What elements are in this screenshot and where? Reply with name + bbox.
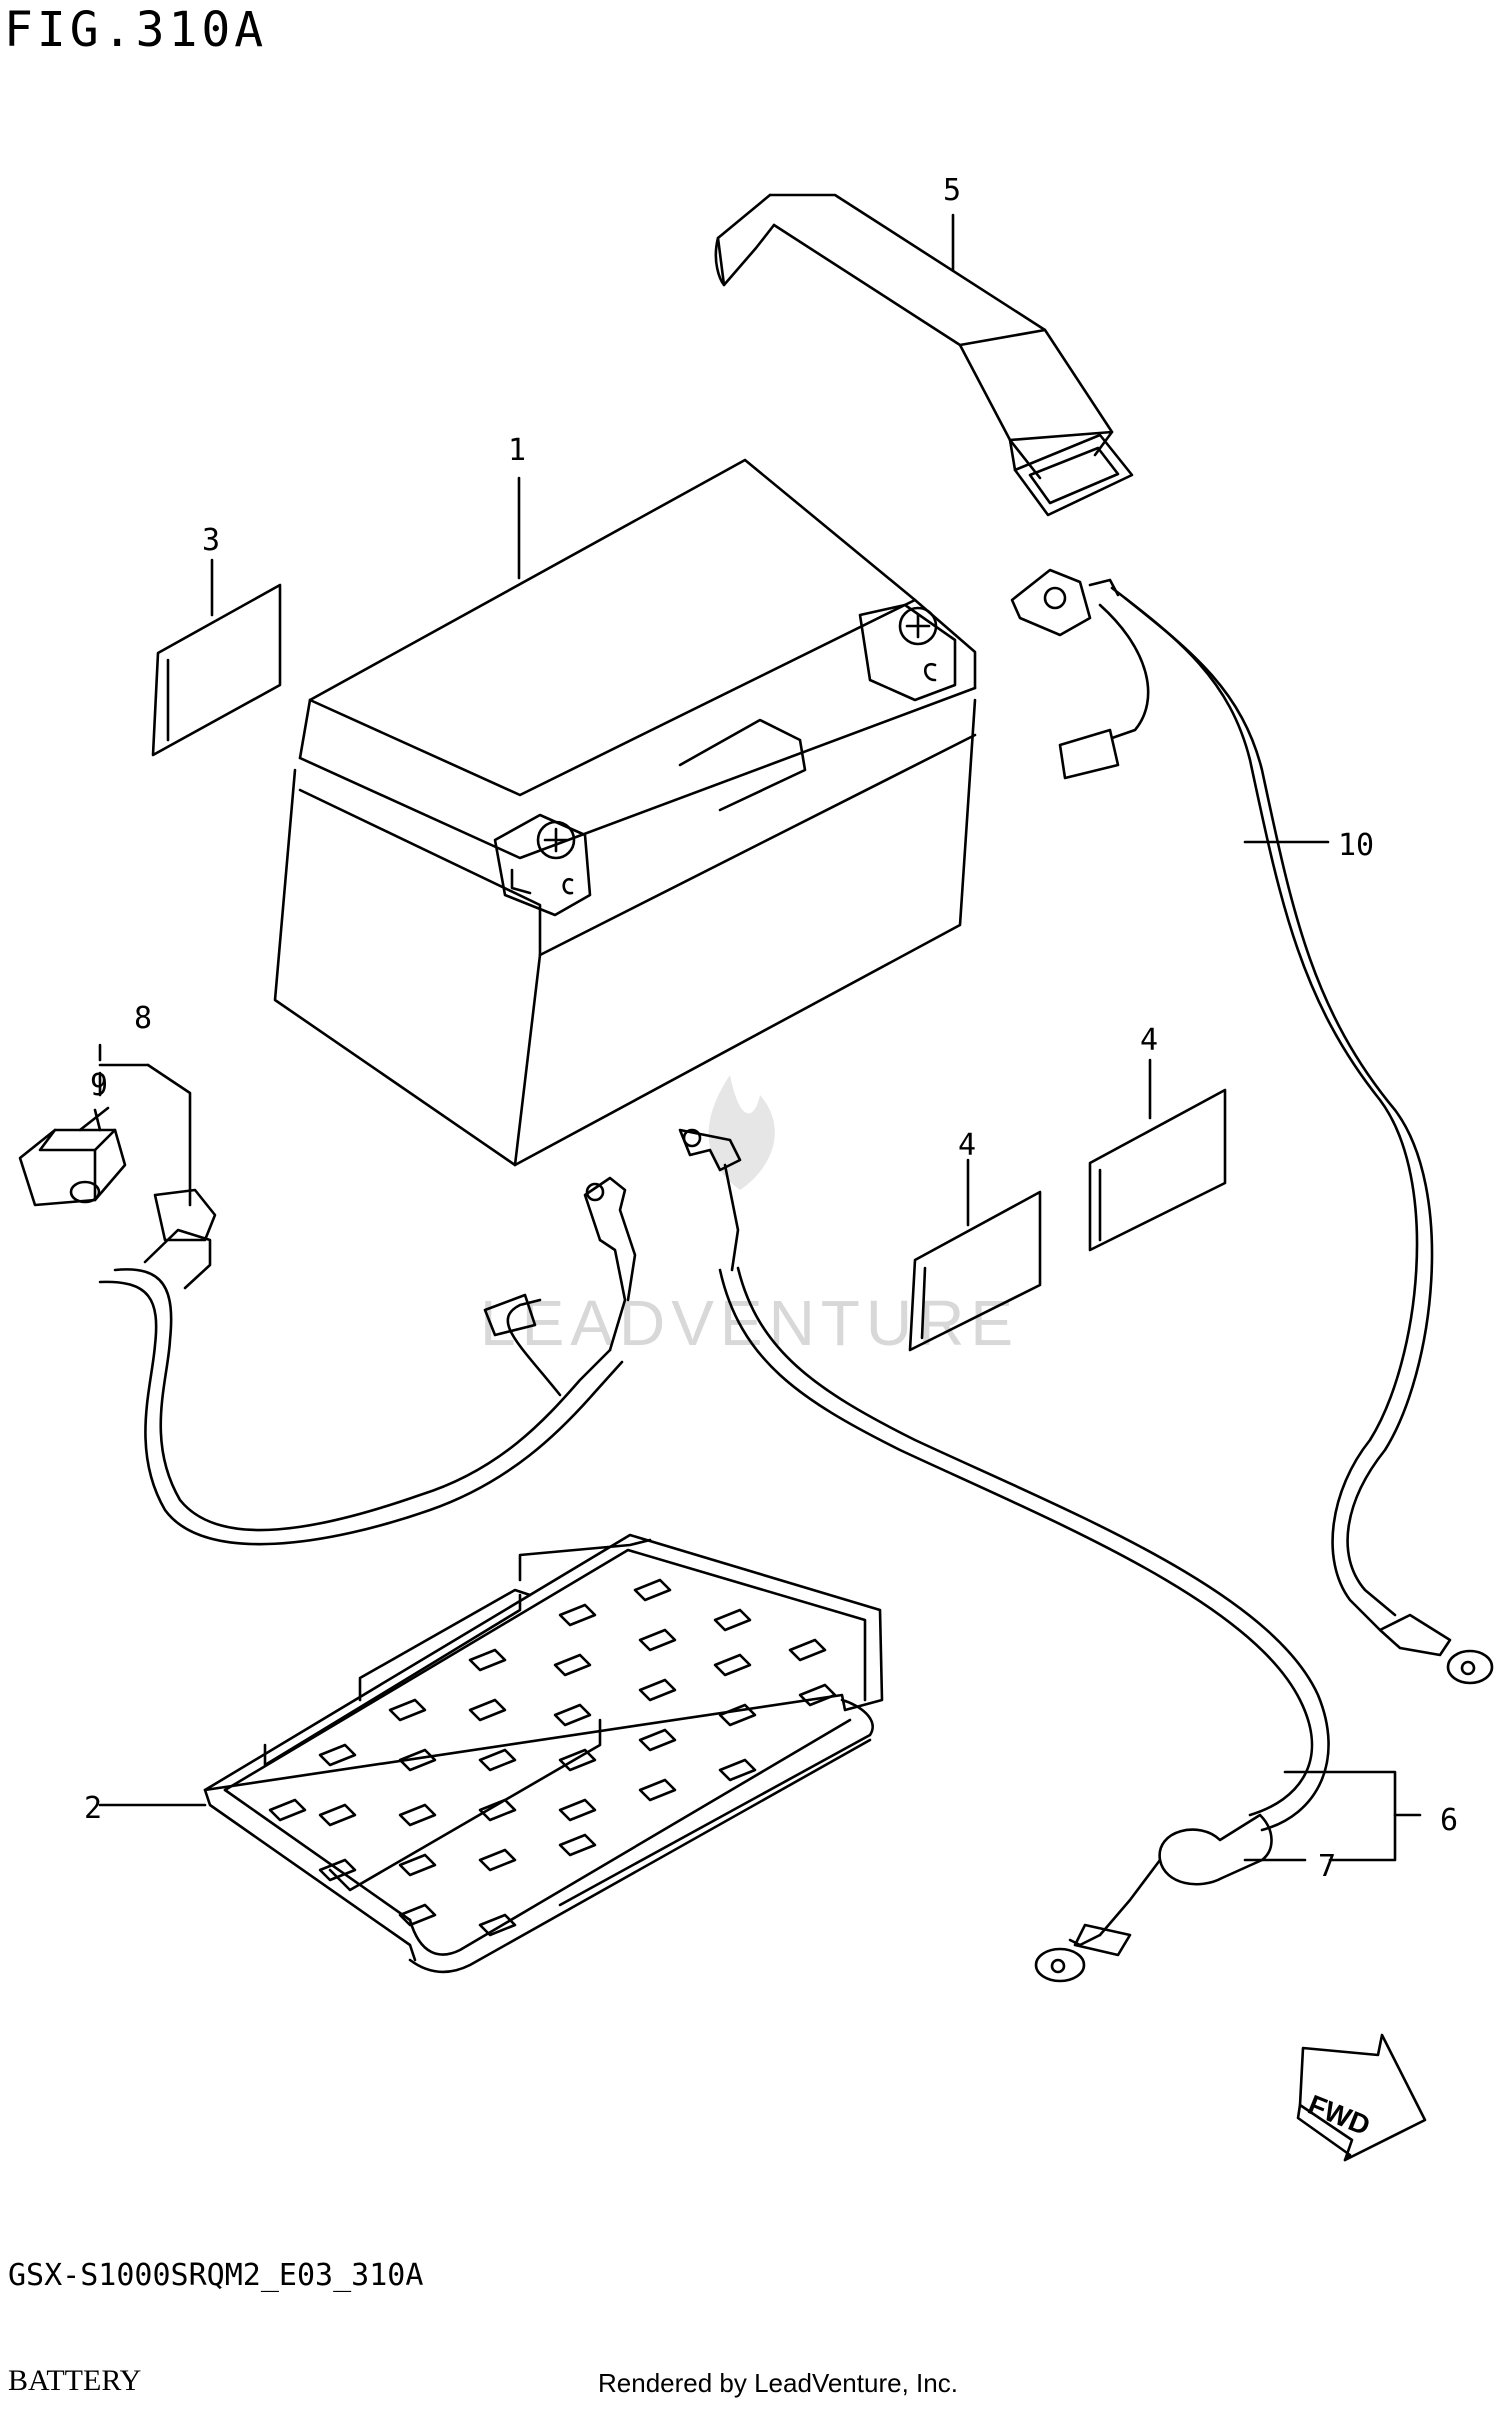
tray-slots — [268, 1578, 837, 1937]
cushion-4a[interactable] — [1088, 1088, 1227, 1252]
callout-4a: 4 — [1140, 1023, 1158, 1058]
cushion-4b[interactable] — [908, 1190, 1042, 1352]
callout-6: 6 — [1440, 1803, 1458, 1838]
callout-7: 7 — [1318, 1849, 1336, 1884]
battery-band[interactable] — [714, 193, 1134, 517]
callout-1: 1 — [508, 433, 526, 468]
callout-4b: 4 — [958, 1128, 976, 1163]
callout-10: 10 — [1338, 828, 1374, 863]
callout-2: 2 — [84, 1791, 102, 1826]
battery-tray[interactable] — [203, 1533, 884, 1974]
callout-8: 8 — [134, 1001, 152, 1036]
callout-3: 3 — [202, 523, 220, 558]
leader-lines — [78, 213, 1422, 1862]
figure-code: GSX-S1000SRQM2_E03_310A — [8, 2258, 424, 2293]
callouts: 1 2 3 4 4 5 6 7 8 9 10 — [84, 173, 1458, 1884]
cushion-3[interactable] — [151, 583, 282, 757]
figure-caption: BATTERY — [8, 2364, 142, 2397]
watermark: LEADVENTURE — [480, 1075, 1019, 1359]
figure-title: FIG.310A — [4, 2, 268, 58]
battery[interactable] — [273, 458, 977, 1167]
callout-9: 9 — [90, 1068, 108, 1103]
negative-lead-wire[interactable] — [678, 1128, 1330, 1983]
rendered-by-credit: Rendered by LeadVenture, Inc. — [598, 2368, 958, 2398]
watermark-text: LEADVENTURE — [480, 1287, 1019, 1359]
positive-lead-wire[interactable] — [98, 1176, 637, 1546]
callout-5: 5 — [943, 173, 961, 208]
terminal-cap[interactable] — [1158, 1813, 1273, 1886]
fwd-arrow-icon: FWD — [1296, 2033, 1427, 2162]
terminal-cover[interactable] — [18, 1128, 127, 1207]
starter-lead-wire[interactable] — [1010, 568, 1494, 1685]
